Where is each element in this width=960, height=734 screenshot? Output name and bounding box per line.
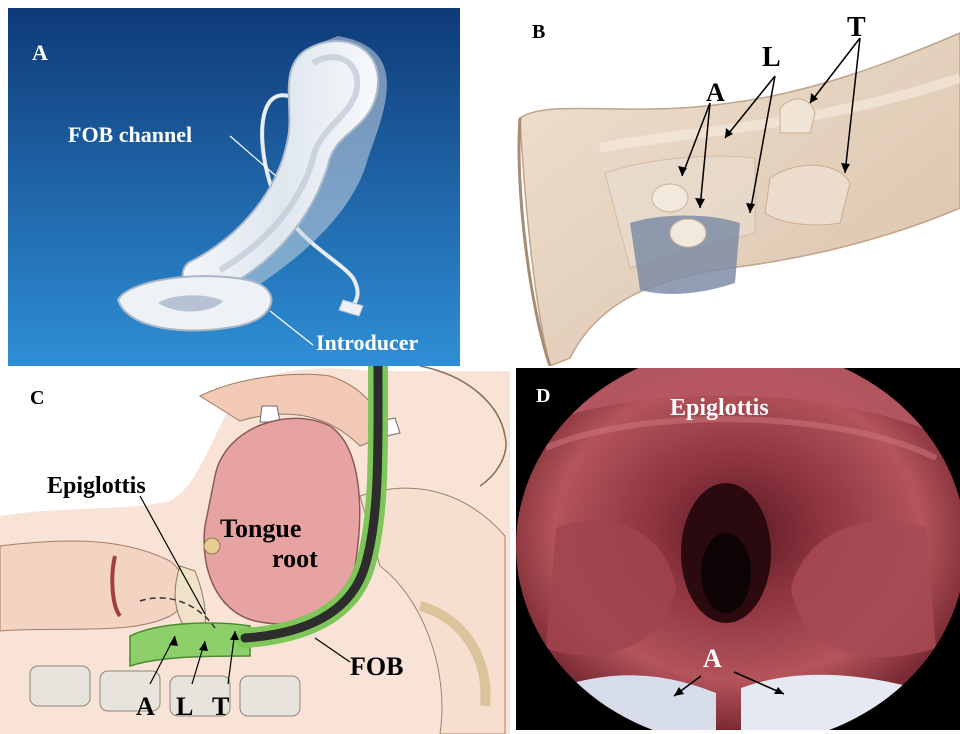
panel-c-label-l: L [176,694,193,720]
panel-a-illustration [8,8,460,366]
epiglottis-label-d: Epiglottis [670,396,769,420]
panel-d-label-a: A [703,646,722,672]
introducer-label: Introducer [316,332,418,354]
panel-b-letter: B [532,22,545,42]
fob-channel-label: FOB channel [68,124,192,146]
panel-c-label-t: T [212,694,229,720]
panel-b: B A L T [510,8,960,366]
tongue-label: Tongue [220,516,301,542]
panel-a: A FOB channel Introducer [8,8,460,366]
root-label: root [272,546,318,572]
panel-d-letter: D [536,386,550,406]
panel-b-label-l: L [762,44,781,72]
panel-b-label-a: A [706,80,725,106]
panel-c-label-a: A [136,694,155,720]
panel-c-letter: C [30,388,44,408]
panel-d-endoscopic-image [516,368,960,730]
epiglottis-label-c: Epiglottis [47,474,146,498]
panel-b-label-t: T [847,14,866,42]
fob-label: FOB [350,654,403,680]
panel-d: D Epiglottis A [516,368,960,730]
panel-c: C Epiglottis Tongue root FOB A L T [0,366,510,734]
panel-c-illustration [0,366,510,734]
panel-b-illustration [510,8,960,366]
panel-a-letter: A [32,42,48,64]
